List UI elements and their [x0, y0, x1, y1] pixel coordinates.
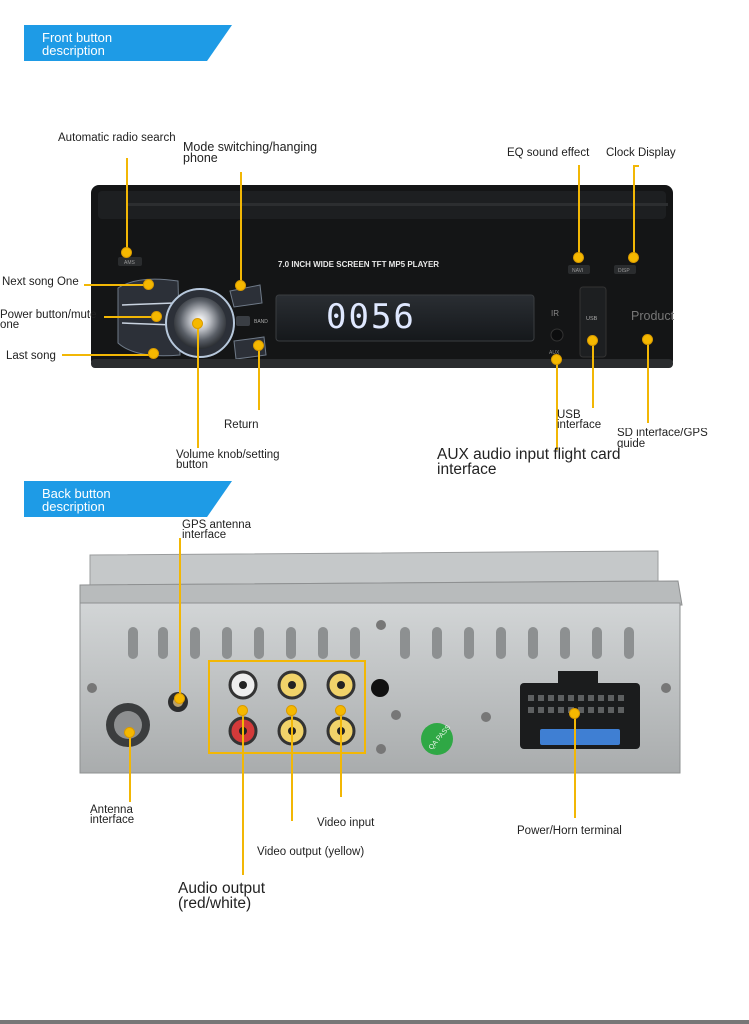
- label-product: Product: [631, 309, 675, 323]
- leader-last-song: [62, 354, 152, 356]
- front-section-banner: Front button description: [24, 25, 232, 61]
- label-power-mute: Power button/mute one: [0, 309, 97, 331]
- label-mode-switching: Mode switching/hanging phone: [183, 140, 318, 165]
- dot-power-horn: [569, 708, 580, 719]
- label-power-horn: Power/Horn terminal: [517, 825, 622, 837]
- leader-usb-interface: [592, 342, 594, 408]
- leader-aux-input: [556, 360, 558, 450]
- label-last-song: Last song: [6, 350, 56, 362]
- dot-automatic-radio-search: [121, 247, 132, 258]
- dot-next-song: [143, 279, 154, 290]
- label-next-song: Next song One: [2, 276, 79, 288]
- label-sd-interface: SD interface/GPS guide: [617, 428, 708, 448]
- aux-mark: AUX: [549, 350, 560, 356]
- label-volume-knob: Volume knob/setting button: [176, 449, 280, 471]
- dot-power-mute: [151, 311, 162, 322]
- unit-title: 7.0 INCH WIDE SCREEN TFT MP5 PLAYER: [278, 260, 439, 269]
- label-automatic-radio-search: Automatic radio search: [58, 132, 176, 144]
- leader-automatic-radio-search: [126, 158, 128, 250]
- ir-mark: IR: [551, 309, 559, 318]
- leader-video-input: [340, 713, 342, 797]
- dot-audio-output: [237, 705, 248, 716]
- dot-sd-interface: [642, 334, 653, 345]
- dot-gps-antenna: [174, 693, 185, 704]
- label-usb-interface: USB interface: [557, 409, 602, 431]
- dot-antenna-interface: [124, 727, 135, 738]
- leader-mode-switching: [240, 172, 242, 284]
- leader-clock-display: [633, 165, 635, 256]
- leader-audio-output: [242, 713, 244, 875]
- back-panel-illustration: QA PASS: [79, 550, 683, 774]
- label-eq-sound-effect: EQ sound effect: [507, 147, 590, 159]
- dot-aux-input: [551, 354, 562, 365]
- dot-usb-interface: [587, 335, 598, 346]
- dot-video-input: [335, 705, 346, 716]
- label-video-output: Video output (yellow): [257, 846, 365, 858]
- dot-last-song: [148, 348, 159, 359]
- label-video-input: Video input: [317, 817, 375, 829]
- leader-video-output: [291, 713, 293, 821]
- label-gps-antenna: GPS antenna interface: [182, 519, 252, 541]
- label-clock-display: Clock Display: [606, 147, 676, 159]
- ams-mark: AMS: [124, 260, 136, 266]
- label-antenna-interface: Antenna interface: [90, 804, 135, 826]
- navi-mark: NAVI: [572, 268, 583, 274]
- disp-mark: DISP: [618, 268, 630, 274]
- back-section-banner: Back button description: [24, 481, 232, 517]
- dot-mode-switching: [235, 280, 246, 291]
- leader-power-mute: [104, 316, 154, 318]
- leader-volume-knob: [197, 325, 199, 448]
- leader-power-horn: [574, 718, 576, 818]
- dot-video-output: [286, 705, 297, 716]
- dot-return: [253, 340, 264, 351]
- back-banner-text: Back button description: [42, 486, 111, 514]
- leader-antenna-interface: [129, 732, 131, 802]
- leader-sd-interface: [647, 343, 649, 423]
- usb-mark: USB: [586, 316, 598, 322]
- leader-clock-display-top: [633, 165, 639, 167]
- label-return: Return: [224, 419, 259, 431]
- band-mark: BAND: [254, 319, 268, 325]
- display-readout: 0056: [326, 297, 416, 337]
- front-banner-text: Front button description: [42, 30, 113, 58]
- leader-eq-sound-effect: [578, 165, 580, 256]
- dot-eq-sound-effect: [573, 252, 584, 263]
- leader-return: [258, 347, 260, 410]
- page-bottom-border: [0, 1020, 749, 1024]
- label-aux-input: AUX audio input flight card interface: [437, 446, 621, 478]
- dot-volume-knob: [192, 318, 203, 329]
- leader-gps-antenna: [179, 538, 181, 696]
- leader-next-song: [84, 284, 148, 286]
- label-audio-output: Audio output (red/white): [178, 880, 266, 912]
- dot-clock-display: [628, 252, 639, 263]
